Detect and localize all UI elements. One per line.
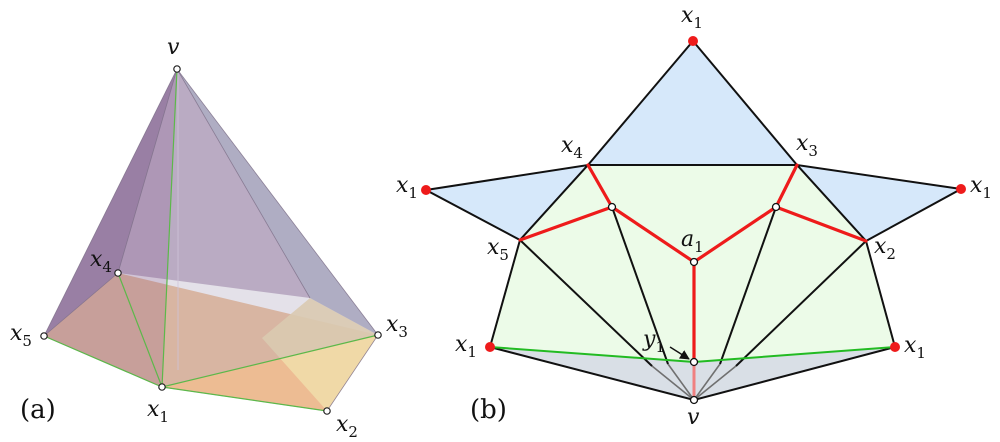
vertex-v-b <box>689 395 699 405</box>
label-v-b: v <box>687 405 700 430</box>
label-x2: x2 <box>336 412 358 441</box>
vertex-x1-right <box>956 184 966 194</box>
vertex-x2 <box>323 407 331 415</box>
label-x4: x4 <box>561 133 583 162</box>
vertex-x1-top <box>688 36 698 46</box>
label-x4: x4 <box>90 247 112 276</box>
label-a1: a1 <box>681 227 704 256</box>
label-x1-top: x1 <box>681 3 703 32</box>
vertex-y1 <box>689 357 699 367</box>
vertex-x4 <box>114 269 122 277</box>
red-tree <box>518 163 868 364</box>
green-edges <box>43 68 379 412</box>
label-x1-right: x1 <box>970 173 992 202</box>
side-face-front-left <box>44 69 177 387</box>
label-x1-bottom-right: x1 <box>904 333 926 362</box>
vertex-x3 <box>374 331 382 339</box>
label-x5: x5 <box>10 321 32 350</box>
base-face-peach <box>44 273 378 411</box>
vertex-x1-left <box>421 185 431 195</box>
vertex-x5 <box>40 332 48 340</box>
base-face-cream <box>262 298 378 411</box>
vertex-x1 <box>158 383 166 391</box>
vertex-v <box>173 65 181 73</box>
label-x1-bottom-left: x1 <box>455 332 477 361</box>
vertex-x1-bottom-right <box>890 342 900 352</box>
label-v: v <box>167 35 180 60</box>
y1-arrow <box>669 346 690 360</box>
vertex-inner-right <box>771 202 781 212</box>
panel-a-pyramid: v x1 x2 x3 x4 x5 (a) <box>10 35 408 441</box>
label-x1-left: x1 <box>396 173 418 202</box>
label-x5: x5 <box>487 235 509 264</box>
side-face-front-right <box>162 69 378 387</box>
label-x2: x2 <box>874 234 896 263</box>
triangle-top <box>585 39 800 166</box>
vertex-a1 <box>689 257 699 267</box>
panel-a-label: (a) <box>20 395 56 425</box>
label-x3: x3 <box>796 131 818 160</box>
vertex-inner-left <box>607 202 617 212</box>
label-x3: x3 <box>386 312 408 341</box>
panel-b-unfolding: x1 x1 x1 x1 x1 x2 x3 x4 x5 a1 y1 v (b) <box>396 3 992 430</box>
panel-b-label: (b) <box>470 395 507 425</box>
label-x1: x1 <box>147 397 169 426</box>
side-face-back-right <box>118 69 310 298</box>
label-y1: y1 <box>642 327 665 356</box>
vertex-x1-bottom-left <box>485 342 495 352</box>
